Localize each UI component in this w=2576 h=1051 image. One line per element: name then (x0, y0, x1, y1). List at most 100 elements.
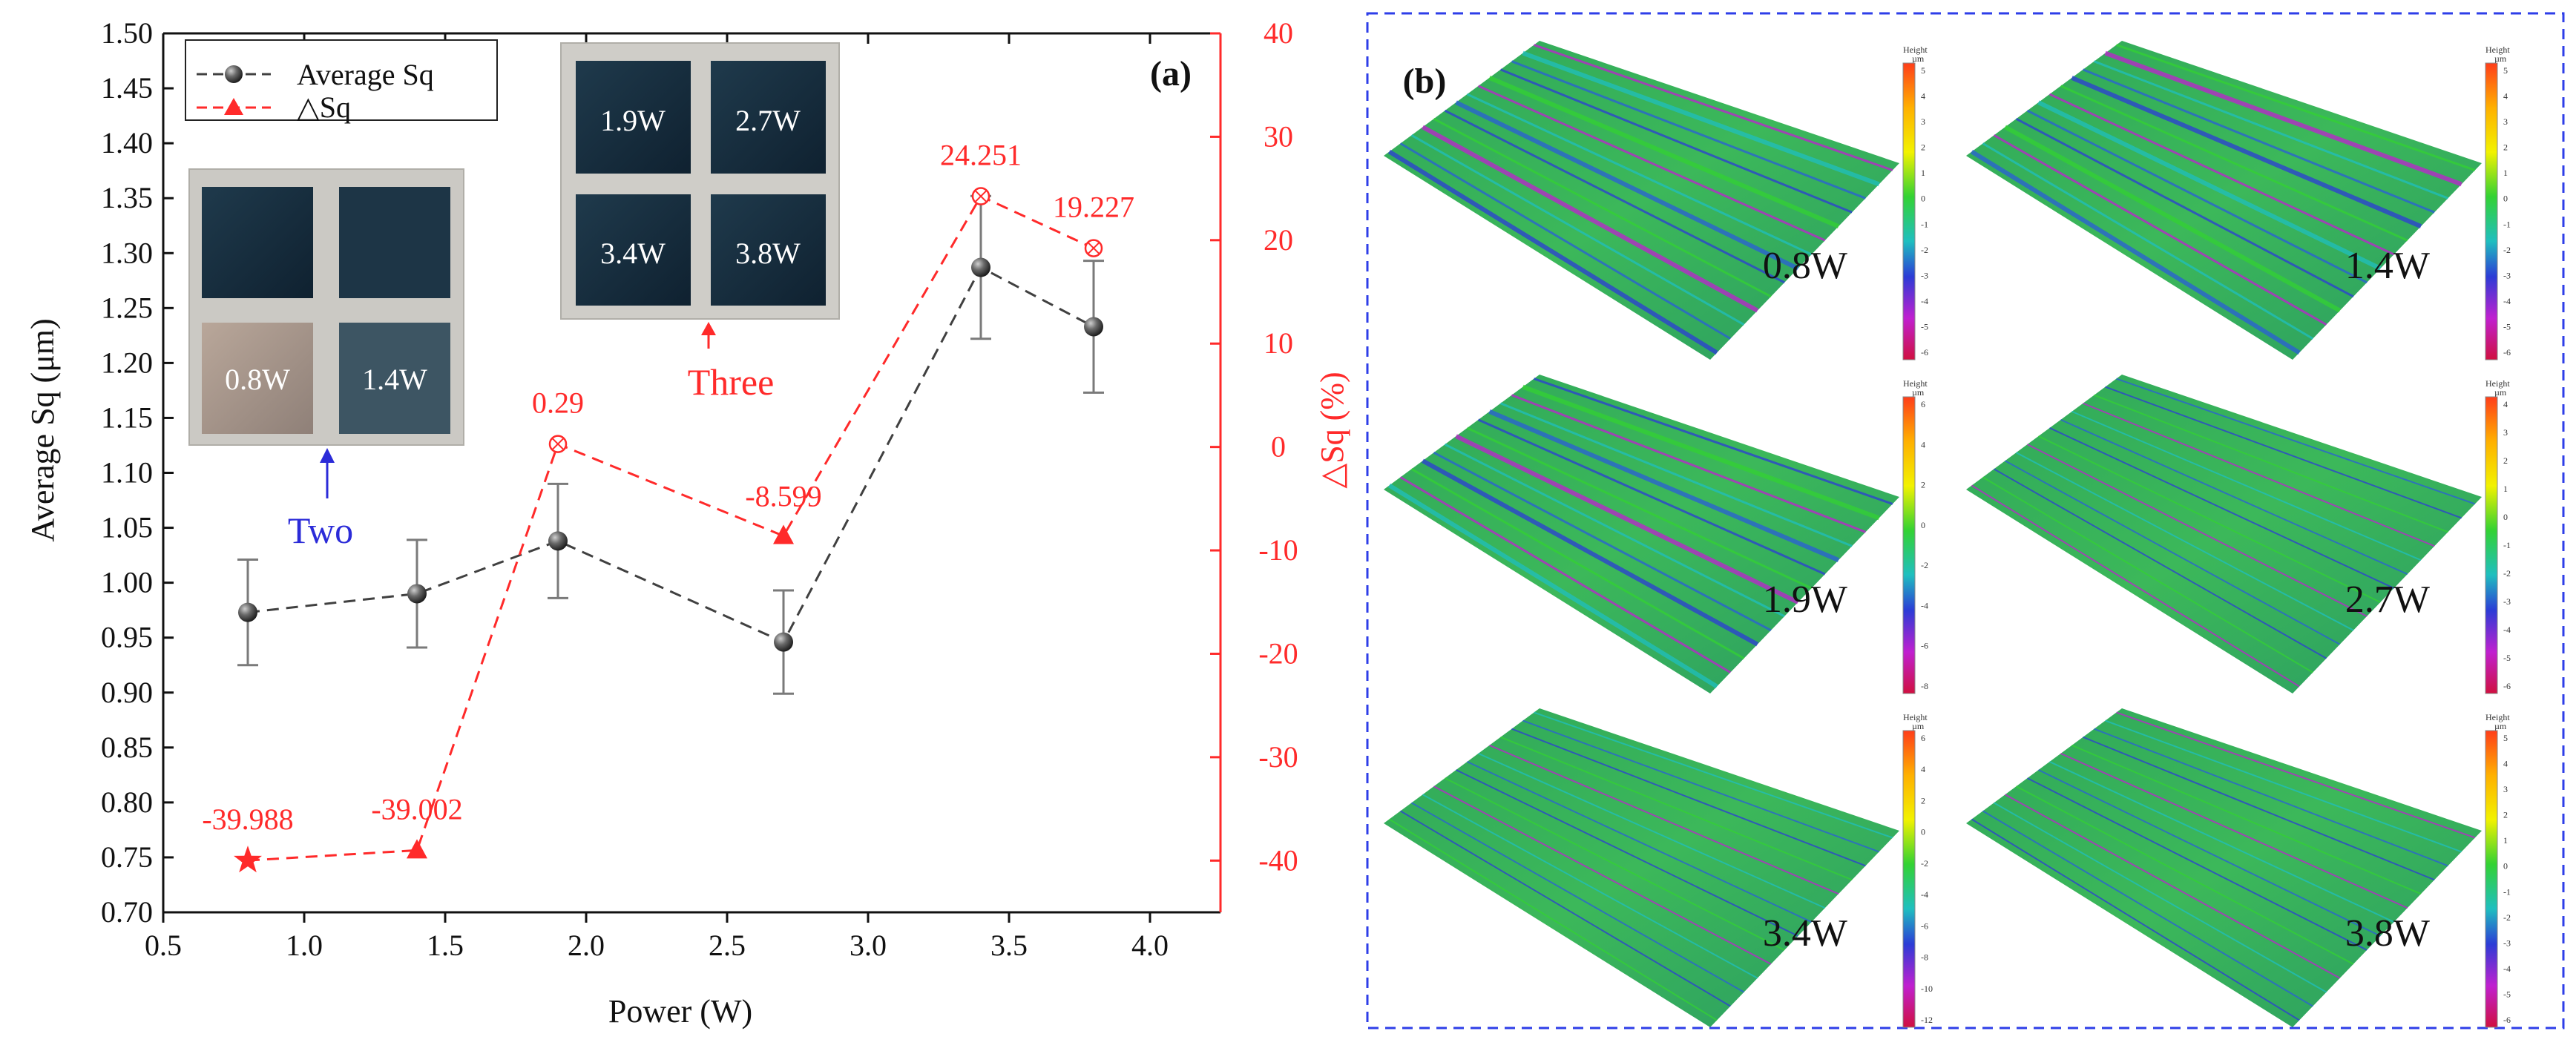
surface-streak (1488, 409, 1840, 562)
colorbar-tick-label: -4 (2503, 625, 2511, 635)
surface-streak (2037, 100, 2382, 271)
colorbar-tick-label: -5 (1921, 321, 1928, 332)
surface-streak (2027, 444, 2368, 617)
x-tick-label: 1.5 (427, 929, 464, 962)
surface-streak (2094, 394, 2448, 533)
inset-three-label-3: 3.4W (600, 237, 666, 270)
surface-streak (2015, 117, 2354, 298)
surface-streak (1971, 484, 2300, 688)
surface-streak (2116, 378, 2476, 505)
surface-plane (1966, 708, 2482, 1027)
sample-tile (576, 194, 691, 306)
colorbar-title: Height (1903, 45, 1928, 55)
delta-sq-data-label: 0.29 (532, 386, 584, 420)
surface-streak (2082, 68, 2435, 214)
colorbar-tick-label: 4 (2503, 759, 2508, 769)
colorbar-tick-label: -8 (1921, 681, 1928, 691)
surface-streak (1422, 458, 1759, 647)
surface-streak (2027, 777, 2368, 951)
surface-streak (2093, 60, 2449, 200)
colorbar-tick-label: 2 (1921, 795, 1925, 805)
y-tick-label: 1.50 (101, 16, 153, 50)
colorbar-tick-label: 2 (2503, 142, 2508, 153)
y-tick-label: 0.75 (101, 840, 153, 874)
colorbar-tick-label: 0 (1921, 520, 1925, 530)
colorbar-title: Height (2485, 45, 2510, 55)
surface-streak (1467, 761, 1813, 923)
surface-streak (2071, 744, 2422, 895)
y-tick-label: 1.10 (101, 456, 153, 490)
surface-plane (1384, 708, 1899, 1027)
inset-three-label-2: 2.7W (735, 104, 801, 137)
colorbar (1902, 62, 1916, 360)
x-tick-label: 3.5 (990, 929, 1028, 962)
surface-streak (1522, 50, 1880, 187)
surface-streak (2016, 785, 2354, 965)
y2-tick-label: -20 (1258, 636, 1298, 670)
surface-streak (2060, 85, 2408, 242)
colorbar-tick-label: 2 (1921, 142, 1925, 153)
y2-tick-label: 0 (1271, 430, 1286, 464)
inset-three-label-1: 1.9W (600, 104, 666, 137)
colorbar-tick-label: -4 (1921, 600, 1928, 610)
surface-streak (2104, 50, 2462, 187)
surface-streak (2071, 76, 2422, 228)
surface-power-label: 2.7W (2345, 579, 2430, 621)
sample-tile (202, 323, 313, 434)
surface-streak (1489, 744, 1839, 895)
surface-streak (2071, 410, 2422, 561)
surface-power-label: 1.4W (2345, 245, 2430, 287)
surface-streak (1511, 394, 1867, 533)
delta-sq-line (247, 194, 1094, 862)
surface-streak (1970, 149, 2301, 355)
surface-streak (1433, 785, 1772, 965)
colorbar (2485, 730, 2498, 1028)
surface-streak (1534, 378, 1893, 505)
delta-sq-data-label: 19.227 (1053, 191, 1134, 224)
colorbar-tick-label: -3 (1921, 270, 1928, 280)
y-tick-label: 0.95 (101, 621, 153, 654)
average-sq-point (407, 584, 427, 604)
surface-streak (2049, 761, 2395, 923)
inset-three-label-4: 3.8W (735, 237, 801, 270)
delta-sq-point-cross (552, 438, 564, 450)
colorbar-tick-label: -1 (1921, 219, 1928, 229)
x-tick-label: 3.0 (850, 929, 887, 962)
colorbar-tick-label: -3 (2503, 596, 2511, 607)
y-axis-label: Average Sq (μm) (24, 318, 61, 541)
colorbar (2485, 62, 2498, 360)
colorbar-tick-label: -2 (1921, 858, 1928, 869)
surface-streak (1466, 426, 1813, 590)
surface-streak (1522, 384, 1880, 521)
y-tick-label: 1.00 (101, 566, 153, 599)
colorbar (2485, 396, 2498, 694)
legend-label-delta-sq: △Sq (297, 90, 351, 124)
average-sq-point (548, 531, 568, 551)
inset-two-label-4: 1.4W (362, 363, 427, 396)
surface-streak (1534, 44, 1893, 171)
delta-sq-data-label: -8.599 (745, 480, 821, 513)
colorbar-title: Height (2485, 712, 2510, 722)
surface-streak (1982, 476, 2313, 673)
sample-tile (339, 323, 450, 434)
colorbar-tick-label: 6 (1921, 733, 1925, 743)
colorbar-tick-label: 2 (1921, 480, 1925, 490)
surface-streak (1445, 777, 1785, 951)
y-tick-label: 1.30 (101, 236, 153, 269)
surface-streak (2116, 44, 2476, 171)
y-tick-label: 1.40 (101, 126, 153, 159)
colorbar-tick-label: 2 (2503, 455, 2508, 466)
surface-streak (1399, 142, 1732, 340)
colorbar-tick-label: 4 (2503, 399, 2508, 409)
surface-streak (1387, 483, 1718, 689)
surface-streak (1466, 93, 1813, 256)
colorbar-tick-label: -1 (2503, 886, 2511, 897)
delta-sq-data-label: 24.251 (940, 139, 1022, 172)
x-tick-label: 2.5 (709, 929, 746, 962)
surface-streak (2060, 418, 2408, 576)
colorbar-tick-label: -3 (2503, 938, 2511, 948)
